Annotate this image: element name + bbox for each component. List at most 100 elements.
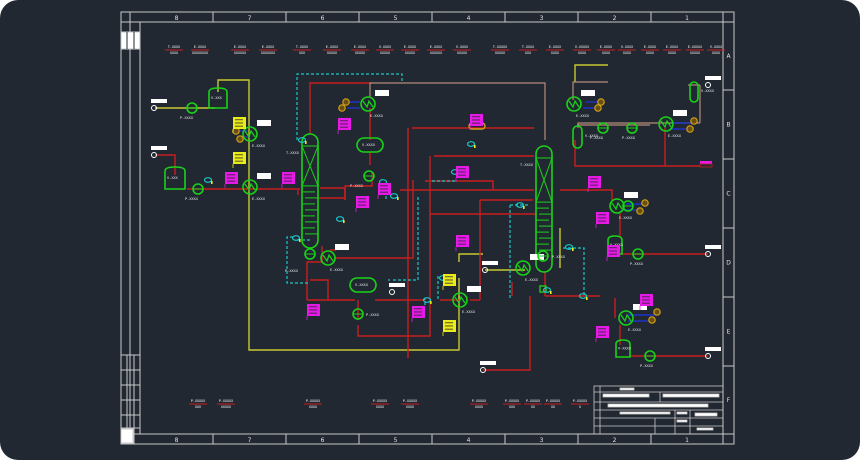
heat-exchanger[interactable]: E-XXXX: [242, 173, 271, 201]
tag-box-text-line: [445, 325, 453, 327]
pump-tag: P-XXXX: [366, 313, 380, 317]
tag-box-text-line: [414, 308, 422, 310]
tag-box-text-line: [340, 120, 348, 122]
tag-box-text-line: [598, 334, 606, 336]
vertical-drum[interactable]: V-XXXX: [572, 125, 599, 149]
instrument-tag-magenta[interactable]: [377, 183, 391, 199]
stream-label-top: T-XXXXXXX: [519, 45, 537, 55]
exchanger-coil-icon: [568, 99, 580, 109]
stream-label-top: E-XXXXXXXX: [663, 45, 681, 55]
drum[interactable]: V-XXXX: [356, 137, 384, 153]
instrument-tag-magenta[interactable]: [639, 294, 653, 310]
instrument-tag-magenta[interactable]: [455, 235, 469, 251]
vessel[interactable]: V-XXX: [208, 87, 228, 109]
tag-box-text-line: [235, 125, 243, 127]
stream-label-desc: XX: [531, 405, 536, 409]
heat-exchanger[interactable]: E-XXXX: [658, 110, 687, 138]
exchanger-coil-icon: [517, 263, 529, 273]
tag-box-text-line: [598, 217, 606, 219]
instrument-tag-magenta[interactable]: [595, 212, 609, 228]
instrument-tag-magenta[interactable]: [587, 176, 601, 192]
instrument-tag-magenta[interactable]: [411, 306, 425, 322]
pump[interactable]: P-XXXX: [352, 308, 380, 320]
heat-exchanger[interactable]: E-XXXX: [618, 304, 647, 332]
stream-label-code: P-XXXXX: [191, 399, 206, 403]
stream-label-code: E-XXXX: [644, 45, 657, 49]
pump[interactable]: P-XXXX: [590, 122, 609, 140]
tag-box-text-line: [380, 185, 388, 187]
heat-exchanger[interactable]: E-XXXX: [242, 120, 271, 148]
exchanger-label-box: [673, 110, 687, 116]
tag-box-text-line: [458, 243, 466, 245]
distillation-column[interactable]: T-XXXX: [520, 145, 553, 273]
stream-label-code: E-XXXX: [262, 45, 275, 49]
flow-instrument-icon: [297, 137, 307, 143]
battery-limit-connector: [480, 367, 486, 373]
drum[interactable]: V-XXXX: [349, 277, 377, 293]
exchanger-tag: E-XXXX: [576, 114, 590, 118]
instrument-tag-magenta[interactable]: [337, 118, 351, 134]
pump[interactable]: P-XXXX: [285, 248, 316, 273]
stream-label-desc: XXXXX: [405, 51, 416, 55]
instrument-tag-yellow[interactable]: [442, 274, 456, 290]
pump[interactable]: P-XXXX: [622, 122, 638, 140]
instrument-tag-magenta[interactable]: [281, 172, 295, 188]
heat-exchanger[interactable]: E-XXXX: [320, 244, 349, 272]
instrument-tag-magenta[interactable]: [306, 304, 320, 320]
heat-exchanger[interactable]: E-XXXX: [515, 254, 544, 282]
pump[interactable]: P-XXXX: [630, 248, 644, 266]
vertical-drum[interactable]: V-XXXX: [689, 81, 715, 103]
pump[interactable]: [622, 200, 634, 212]
heat-exchanger[interactable]: E-XXXX: [360, 90, 389, 118]
stream-label-code: E-XXXX: [354, 45, 367, 49]
heat-exchanger[interactable]: E-XXXX: [452, 286, 481, 314]
distillation-column[interactable]: T-XXXX: [286, 133, 319, 249]
column-marker-bottom: 1: [685, 437, 689, 444]
pump[interactable]: P-XXXX: [185, 183, 204, 201]
tag-box-text-line: [340, 123, 348, 125]
column-marker-bottom: 4: [467, 437, 471, 444]
tag-box-text-line: [380, 191, 388, 193]
instrument-tag-magenta[interactable]: [455, 166, 469, 182]
instrument-tag-magenta[interactable]: [595, 326, 609, 342]
stream-label-desc: XXXX: [623, 51, 632, 55]
pump[interactable]: P-XXXX: [350, 170, 375, 188]
tag-box-text-line: [458, 174, 466, 176]
instrument-tap-icon: [397, 197, 399, 200]
pump[interactable]: P-XXXX: [180, 102, 198, 120]
instrument-tag-magenta[interactable]: [224, 172, 238, 188]
pump[interactable]: P-XXXX: [537, 250, 566, 262]
stream-label-code: P-XXXXX: [403, 399, 418, 403]
stream-label-desc: X: [579, 405, 582, 409]
stream-label-bottom: P-XXXXXXX: [544, 399, 562, 409]
heat-exchanger-icon: [452, 292, 468, 308]
stream-label-code: E-XXXX: [430, 45, 443, 49]
vertical-drum-icon: [689, 81, 699, 103]
instrument-tag-magenta[interactable]: [469, 114, 483, 130]
instrument-tag-yellow[interactable]: [232, 152, 246, 168]
instrument-tag-magenta[interactable]: [355, 196, 369, 212]
instrument-tag-yellow[interactable]: [442, 320, 456, 336]
heat-exchanger[interactable]: E-XXXX: [566, 90, 595, 118]
row-marker: A: [726, 53, 731, 60]
tag-box-text-line: [445, 282, 453, 284]
pump[interactable]: P-XXXX: [640, 350, 656, 368]
vessel[interactable]: V-XXX: [164, 166, 186, 190]
vessel-tag: V-XXX: [167, 176, 179, 180]
instrument-tap-icon: [343, 220, 345, 223]
instrument-tag-yellow[interactable]: [232, 117, 246, 133]
vessel-tag: V-XXXX: [618, 347, 632, 351]
pump-tag: P-XXXX: [180, 116, 194, 120]
tag-box-text-line: [309, 306, 317, 308]
control-valve-icon: [236, 135, 244, 143]
tag-box-text-line: [590, 178, 598, 180]
instrument-tag-magenta[interactable]: [606, 245, 620, 261]
vessel[interactable]: V-XXXX: [615, 339, 632, 358]
stream-label-top: V-XXXXXXXX: [707, 45, 725, 55]
